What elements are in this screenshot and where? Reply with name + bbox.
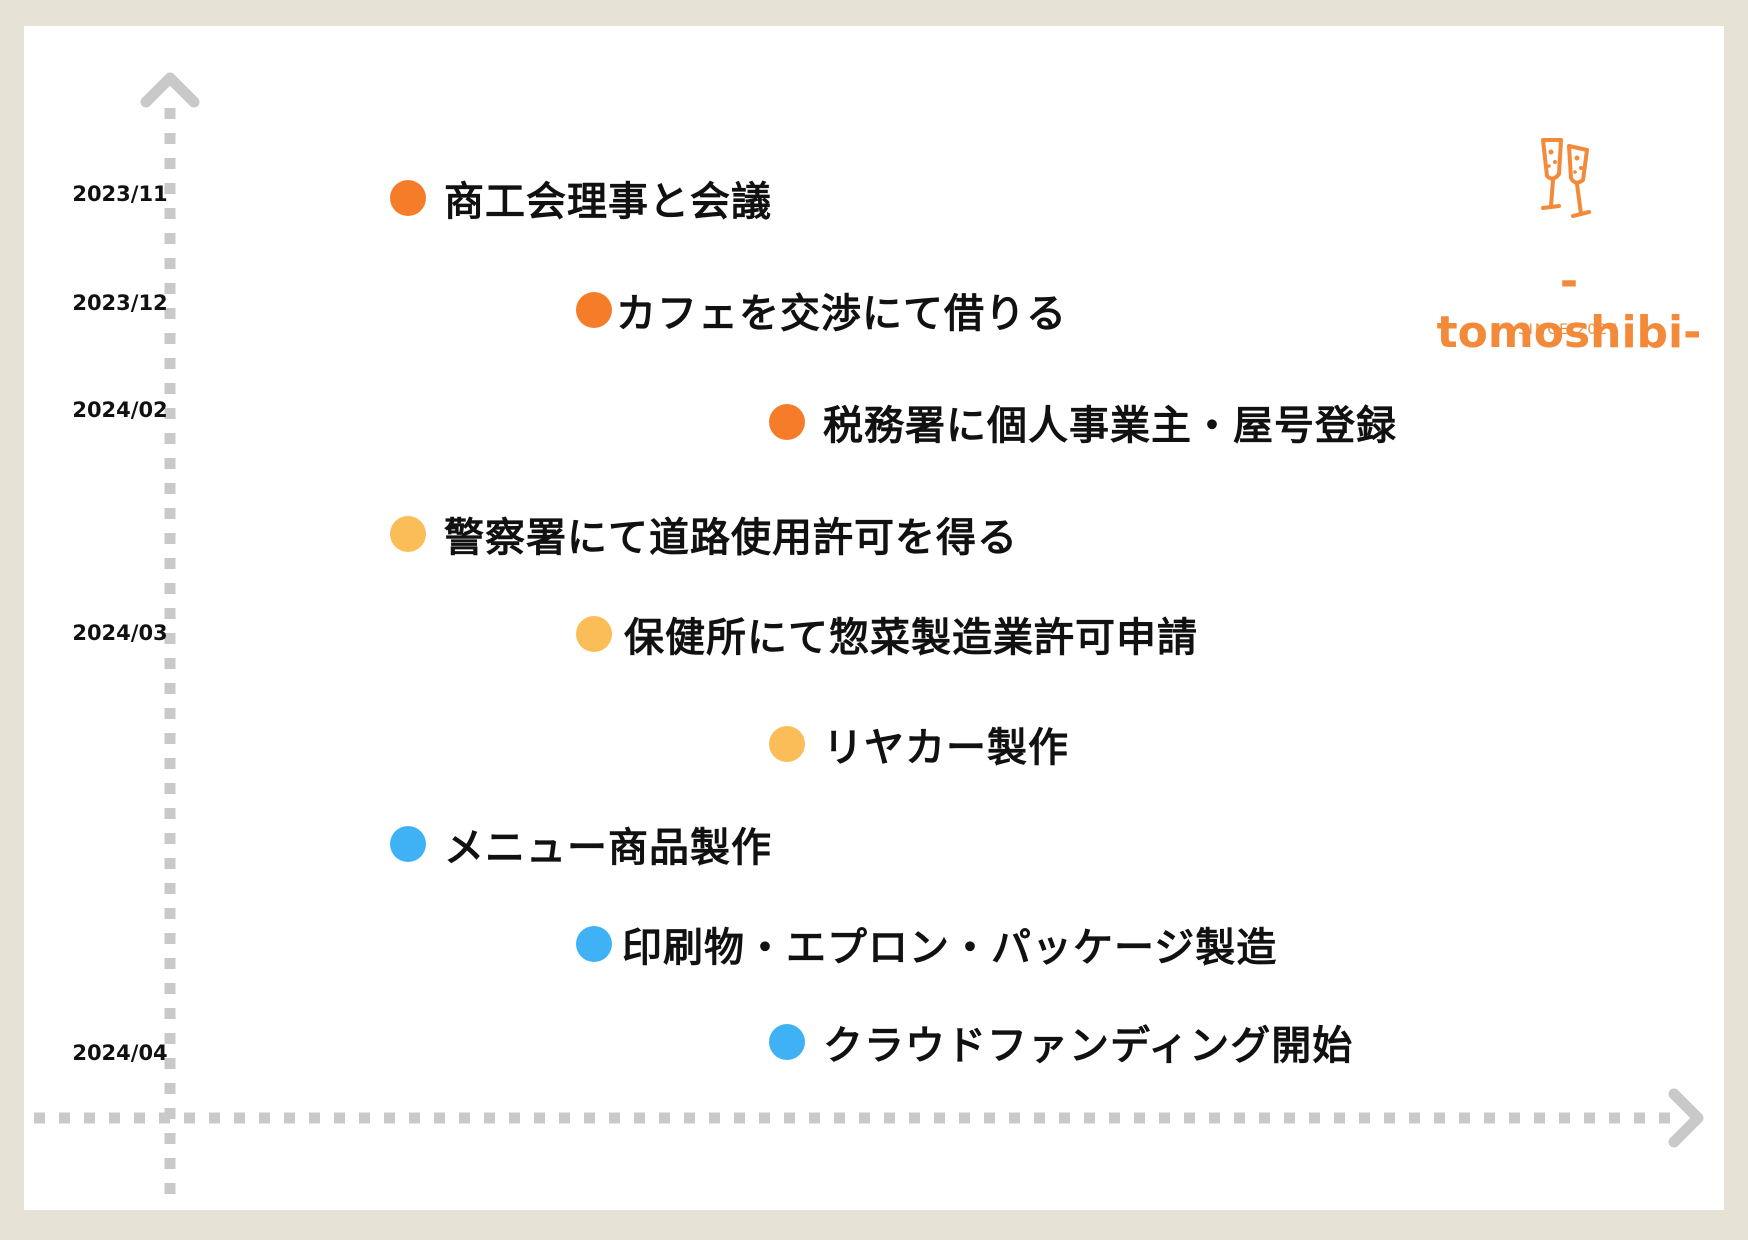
bullet-dot [390, 826, 426, 862]
bullet-dot [576, 292, 612, 328]
timeline-event: 保健所にて惣菜製造業許可申請 [576, 604, 1198, 664]
event-label: 税務署に個人事業主・屋号登録 [823, 403, 1397, 449]
bullet-dot [769, 404, 805, 440]
bullet-dot [390, 516, 426, 552]
logo-tagline: SINCE 2024 [1517, 322, 1621, 338]
timeline-canvas: 2023/11 2023/12 2024/02 2024/03 2024/04 … [24, 26, 1724, 1210]
timeline-event: 商工会理事と会議 [390, 168, 772, 228]
event-label: 商工会理事と会議 [444, 179, 772, 225]
arrow-up-icon [140, 72, 200, 108]
bullet-dot [576, 616, 612, 652]
arrow-right-icon [1668, 1088, 1704, 1148]
bullet-dot [390, 180, 426, 216]
timeline-axes [34, 72, 1704, 1194]
event-label: メニュー商品製作 [444, 825, 772, 871]
bullet-dot [576, 926, 612, 962]
date-label: 2024/04 [72, 1041, 168, 1065]
date-label: 2023/11 [72, 182, 168, 206]
date-label: 2023/12 [72, 291, 168, 315]
timeline-event: クラウドファンディング開始 [769, 1012, 1353, 1072]
event-label: カフェを交渉にて借りる [616, 291, 1067, 337]
event-label: クラウドファンディング開始 [823, 1023, 1354, 1069]
bullet-dot [769, 726, 805, 762]
timeline-event: カフェを交渉にて借りる [576, 280, 1067, 340]
event-label: リヤカー製作 [823, 725, 1069, 771]
timeline-event: 警察署にて道路使用許可を得る [390, 504, 1018, 564]
date-label: 2024/03 [72, 621, 168, 645]
event-label: 印刷物・エプロン・パッケージ製造 [622, 925, 1278, 971]
logo-wordmark: -tomoshibi- [1436, 256, 1702, 358]
date-label: 2024/02 [72, 398, 168, 422]
event-label: 警察署にて道路使用許可を得る [444, 515, 1018, 561]
brand-logo: -tomoshibi- SINCE 2024 [1434, 136, 1704, 358]
timeline-event: リヤカー製作 [769, 714, 1069, 774]
timeline-event: メニュー商品製作 [390, 814, 772, 874]
champagne-glasses-icon [1541, 138, 1591, 218]
bullet-dot [769, 1024, 805, 1060]
timeline-event: 税務署に個人事業主・屋号登録 [769, 392, 1397, 452]
event-label: 保健所にて惣菜製造業許可申請 [624, 615, 1198, 661]
timeline-event: 印刷物・エプロン・パッケージ製造 [576, 914, 1277, 974]
